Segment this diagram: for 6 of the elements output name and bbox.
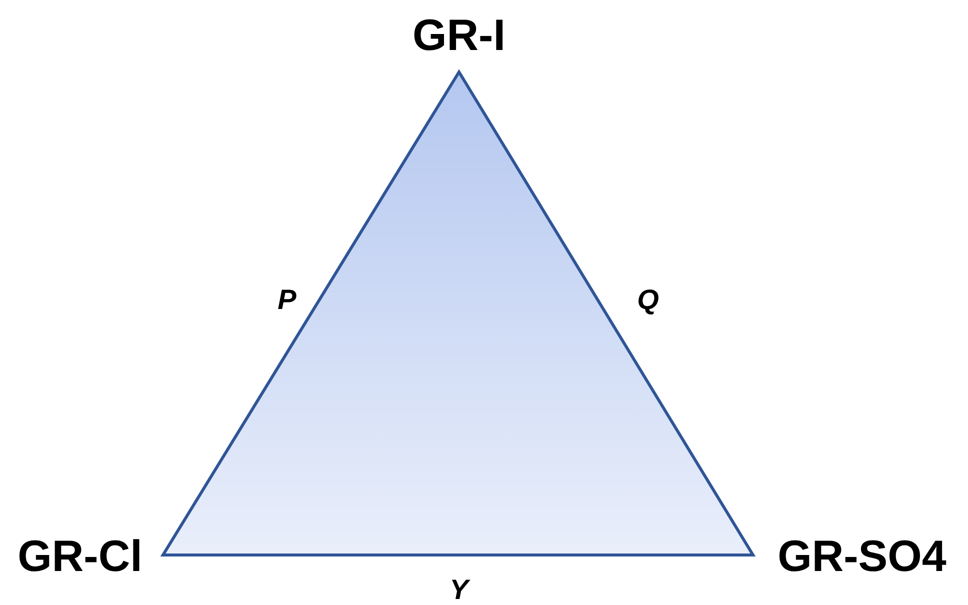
vertex-label: GR-SO4: [778, 532, 946, 582]
vertex-label: GR-Cl: [18, 532, 142, 582]
side-label: P: [278, 284, 296, 316]
vertex-label: GR-I: [412, 11, 506, 61]
side-label: Y: [450, 574, 468, 605]
side-label: Q: [637, 284, 659, 316]
